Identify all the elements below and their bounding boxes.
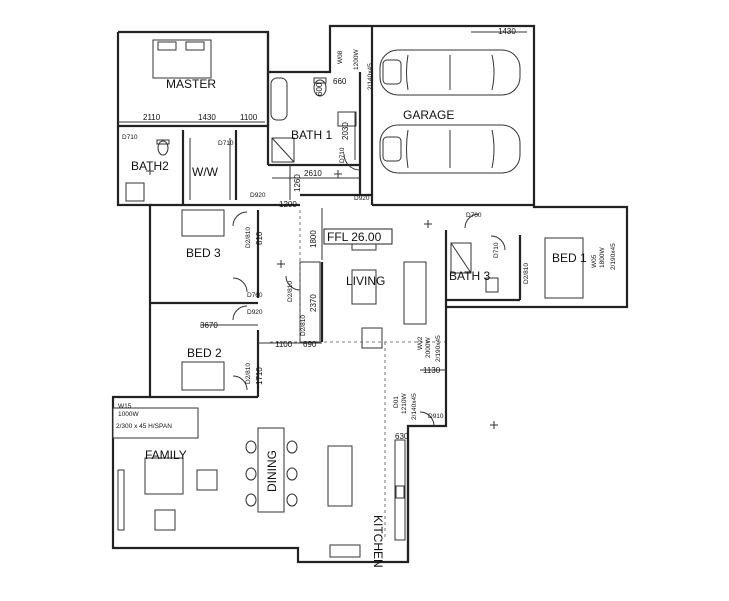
tag-w08-size: 1200W: [353, 49, 360, 70]
tag-robe-bed3: D2/810: [245, 227, 252, 248]
w15-box: [112, 407, 199, 439]
dim-1130: 1130: [423, 366, 441, 375]
tag-d710-bath2: D710: [122, 134, 138, 141]
tag-w02: W02: [417, 336, 424, 350]
dim-1430-mid: 1430: [198, 113, 216, 122]
tag-w02-beam: 2/190x45: [435, 335, 442, 362]
room-kitchen: KITCHEN: [371, 515, 385, 568]
tag-robe-bed2: D2/810: [245, 363, 252, 384]
tag-d710-ww: D710: [218, 140, 234, 147]
dimensions: 1430 2110 1430 1100 660 600 2030 2610 12…: [143, 27, 516, 441]
dim-630: 630: [395, 432, 409, 441]
car-bottom: [379, 124, 521, 174]
dim-2110: 2110: [143, 113, 161, 122]
room-bath1: BATH 1: [291, 128, 332, 142]
room-bed2: BED 2: [187, 346, 222, 360]
tag-d01: D01: [393, 396, 400, 408]
dim-1100-mid: 1100: [275, 340, 293, 349]
tag-garage-door: 2/140x45: [367, 63, 374, 90]
tag-w15-size: 1000W: [118, 411, 139, 418]
family-table: [144, 457, 184, 495]
room-living: LIVING: [346, 274, 385, 288]
car-top: [379, 49, 521, 96]
tag-robe-liv-b: D2/810: [300, 315, 307, 336]
dim-1800: 1800: [309, 230, 318, 248]
fixtures: [112, 39, 584, 558]
master-bed: [152, 39, 212, 79]
dim-3670: 3670: [200, 321, 218, 330]
dimension-lines: [118, 31, 527, 371]
dim-1260: 1260: [293, 174, 302, 192]
kitchen-sink: [395, 485, 405, 499]
room-dining: DINING: [265, 450, 279, 492]
tag-d910: D910: [428, 413, 444, 420]
room-garage: GARAGE: [403, 108, 454, 122]
tag-w05-size: 1800W: [599, 247, 606, 268]
armchair-2: [403, 261, 427, 325]
tag-w05: W05: [591, 254, 598, 268]
tag-d01-beam: 2/140x45: [411, 393, 418, 420]
ffl-marker: FFL 26.00: [323, 228, 393, 245]
tag-d920-mid: D920: [250, 192, 266, 199]
room-family: FAMILY: [145, 448, 187, 462]
opening-tags: W08 1200W 2/140x45 D710 D710 D710 D760 D…: [116, 49, 617, 430]
tag-d920-bot: D920: [247, 309, 263, 316]
bathtub: [270, 77, 288, 121]
dining-table: [257, 427, 285, 513]
room-bath2: BATH2: [131, 159, 169, 173]
tag-d920-top: D920: [354, 195, 370, 202]
tag-d760-top: D760: [466, 212, 482, 219]
kitchen-island: [327, 445, 353, 507]
kitchen-cooktop: [329, 544, 361, 558]
tag-w15: W15: [118, 403, 132, 410]
room-bath3: BATH 3: [449, 269, 490, 283]
dim-600: 600: [315, 82, 324, 96]
family-chair-2: [154, 509, 176, 531]
dim-1200: 1200: [279, 200, 297, 209]
ottoman: [361, 327, 383, 349]
tag-d710-bath1: D710: [339, 147, 346, 163]
room-labels: MASTER GARAGE BATH 1 BATH2 W/W BED 3 BED…: [131, 77, 587, 568]
walls: [111, 24, 629, 564]
bed3-bed: [181, 209, 225, 237]
garage-cars: [379, 49, 521, 174]
bed1-bed: [544, 237, 584, 299]
door-swings: [232, 153, 506, 427]
dim-660: 660: [333, 77, 347, 86]
tag-w15-beam: 2/300 x 45 H/SPAN: [116, 423, 172, 430]
dim-690: 690: [303, 340, 317, 349]
tag-w05-beam: 2/190x45: [610, 243, 617, 270]
family-chair: [196, 469, 218, 491]
tag-d760-bed3: D760: [247, 292, 263, 299]
tag-robe-bed1: D2/810: [523, 263, 530, 284]
dim-2370: 2370: [309, 294, 318, 312]
dim-2610: 2610: [304, 169, 322, 178]
tag-robe-liv-a: D2/810: [287, 281, 294, 302]
tag-d01-size: 1210W: [401, 393, 408, 414]
light-markers: [146, 167, 498, 429]
tv-unit: [117, 469, 125, 531]
tag-d710-bath3: D710: [493, 242, 500, 258]
bed2-bed: [181, 361, 225, 391]
tag-w08: W08: [337, 50, 344, 64]
dim-1710: 1710: [255, 367, 264, 385]
dim-2030: 2030: [341, 122, 350, 140]
coffee-table: [351, 269, 377, 305]
room-bed1: BED 1: [552, 251, 587, 265]
room-bed3: BED 3: [186, 246, 221, 260]
room-master: MASTER: [166, 77, 216, 91]
ffl-label: FFL 26.00: [327, 230, 382, 244]
tag-w02-size: 2000W: [425, 337, 432, 358]
dim-1100-top: 1100: [240, 113, 258, 122]
room-ww: W/W: [192, 165, 219, 179]
dim-1430-top: 1430: [498, 27, 516, 36]
circulation: [270, 210, 445, 540]
dim-810: 810: [255, 231, 264, 245]
